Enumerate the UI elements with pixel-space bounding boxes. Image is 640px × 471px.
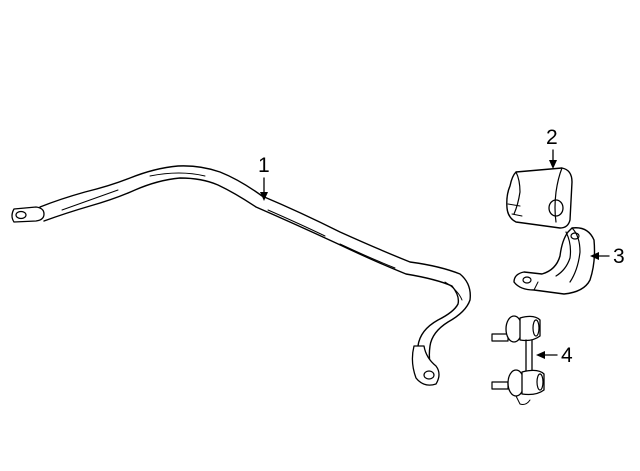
callout-4: 4 <box>536 344 573 367</box>
stabilizer-bar-right-end <box>411 345 440 386</box>
callout-arrowhead-1 <box>260 192 268 201</box>
link[interactable] <box>491 315 545 405</box>
bracket[interactable] <box>513 227 596 295</box>
link-upper-stud <box>491 333 509 342</box>
stabilizer-bar[interactable] <box>11 165 471 386</box>
callout-1: 1 <box>258 154 270 201</box>
callout-3: 3 <box>590 245 625 268</box>
callout-label-2: 2 <box>546 126 558 149</box>
callout-arrowhead-3 <box>590 252 599 260</box>
callout-label-1: 1 <box>258 154 270 177</box>
callout-2: 2 <box>546 126 558 169</box>
callout-label-4: 4 <box>561 344 573 367</box>
callout-label-3: 3 <box>613 245 625 268</box>
callout-arrowhead-2 <box>549 160 557 169</box>
bushing[interactable] <box>506 167 573 229</box>
link-lower-stud <box>491 381 509 390</box>
stabilizer-bar-left-end <box>11 206 45 223</box>
callout-arrowhead-4 <box>536 351 545 359</box>
